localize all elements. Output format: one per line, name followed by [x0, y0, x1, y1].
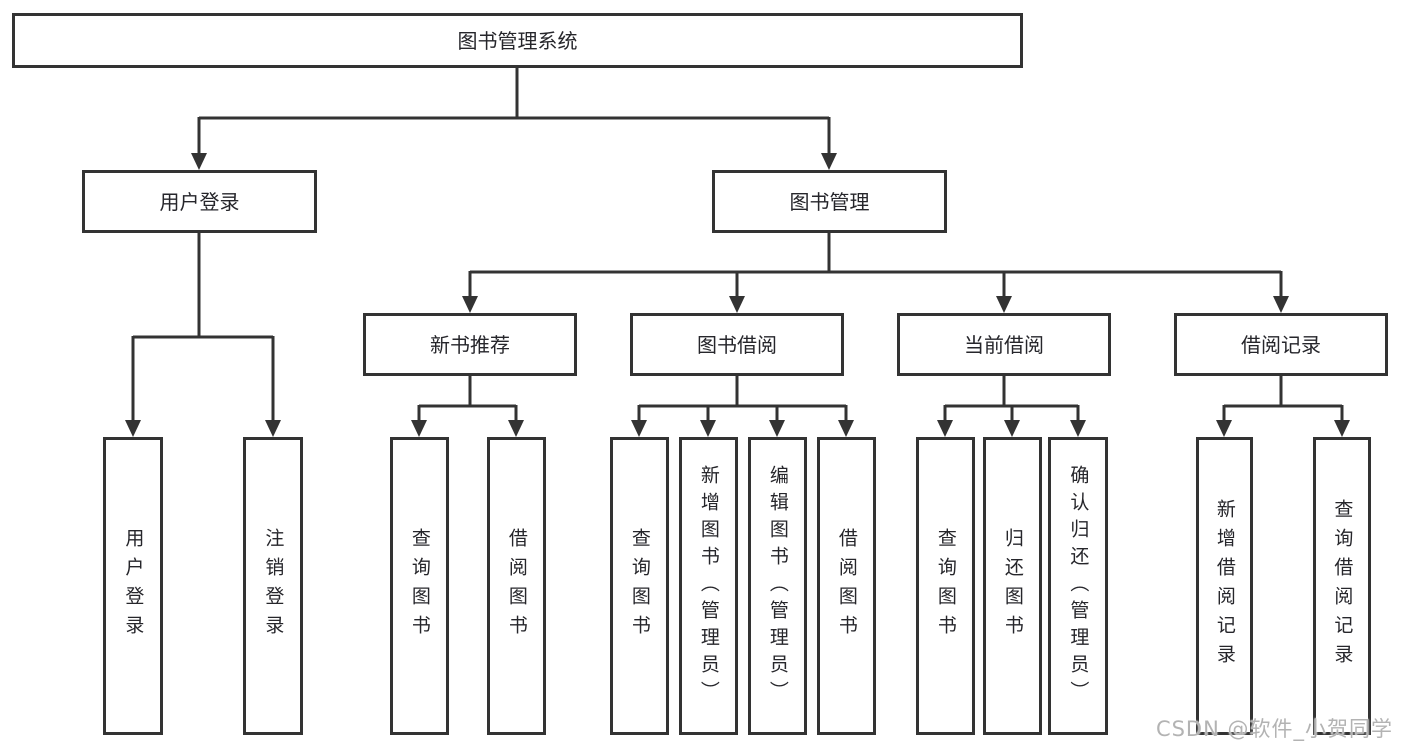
leaf-add-borrow-record: 新增借阅记录: [1196, 437, 1253, 735]
connector-mgmt-to-sections: [462, 231, 1289, 313]
node-current-borrowing: 当前借阅: [897, 313, 1111, 376]
connector-login-to-leaves: [125, 231, 281, 437]
leaf-return-book: 归还图书: [983, 437, 1042, 735]
leaf-query-books-current: 查询图书: [916, 437, 975, 735]
leaf-query-borrow-record: 查询借阅记录: [1313, 437, 1371, 735]
leaf-borrow-books-borrowing: 借阅图书: [817, 437, 876, 735]
node-new-book-recommend: 新书推荐: [363, 313, 577, 376]
leaf-confirm-return-admin: 确认归还（管理员）: [1048, 437, 1108, 735]
node-library-system: 图书管理系统: [12, 13, 1023, 68]
node-user-login: 用户登录: [82, 170, 317, 233]
csdn-watermark: CSDN @软件_小贺同学: [1155, 717, 1393, 741]
connector-borrowing-to-leaves: [631, 374, 854, 437]
leaf-borrow-books-recommend: 借阅图书: [487, 437, 546, 735]
connector-current-to-leaves: [937, 374, 1086, 437]
leaf-add-book-admin: 新增图书（管理员）: [679, 437, 738, 735]
leaf-query-books-borrowing: 查询图书: [610, 437, 669, 735]
connector-recommend-to-leaves: [411, 374, 524, 437]
leaf-edit-book-admin: 编辑图书（管理员）: [748, 437, 807, 735]
node-borrowing-records: 借阅记录: [1174, 313, 1388, 376]
leaf-user-login: 用户登录: [103, 437, 163, 735]
connector-records-to-leaves: [1216, 374, 1350, 437]
node-book-management: 图书管理: [712, 170, 947, 233]
node-book-borrowing: 图书借阅: [630, 313, 844, 376]
leaf-query-books-recommend: 查询图书: [390, 437, 449, 735]
connector-root-to-branches: [191, 67, 837, 170]
leaf-logout: 注销登录: [243, 437, 303, 735]
